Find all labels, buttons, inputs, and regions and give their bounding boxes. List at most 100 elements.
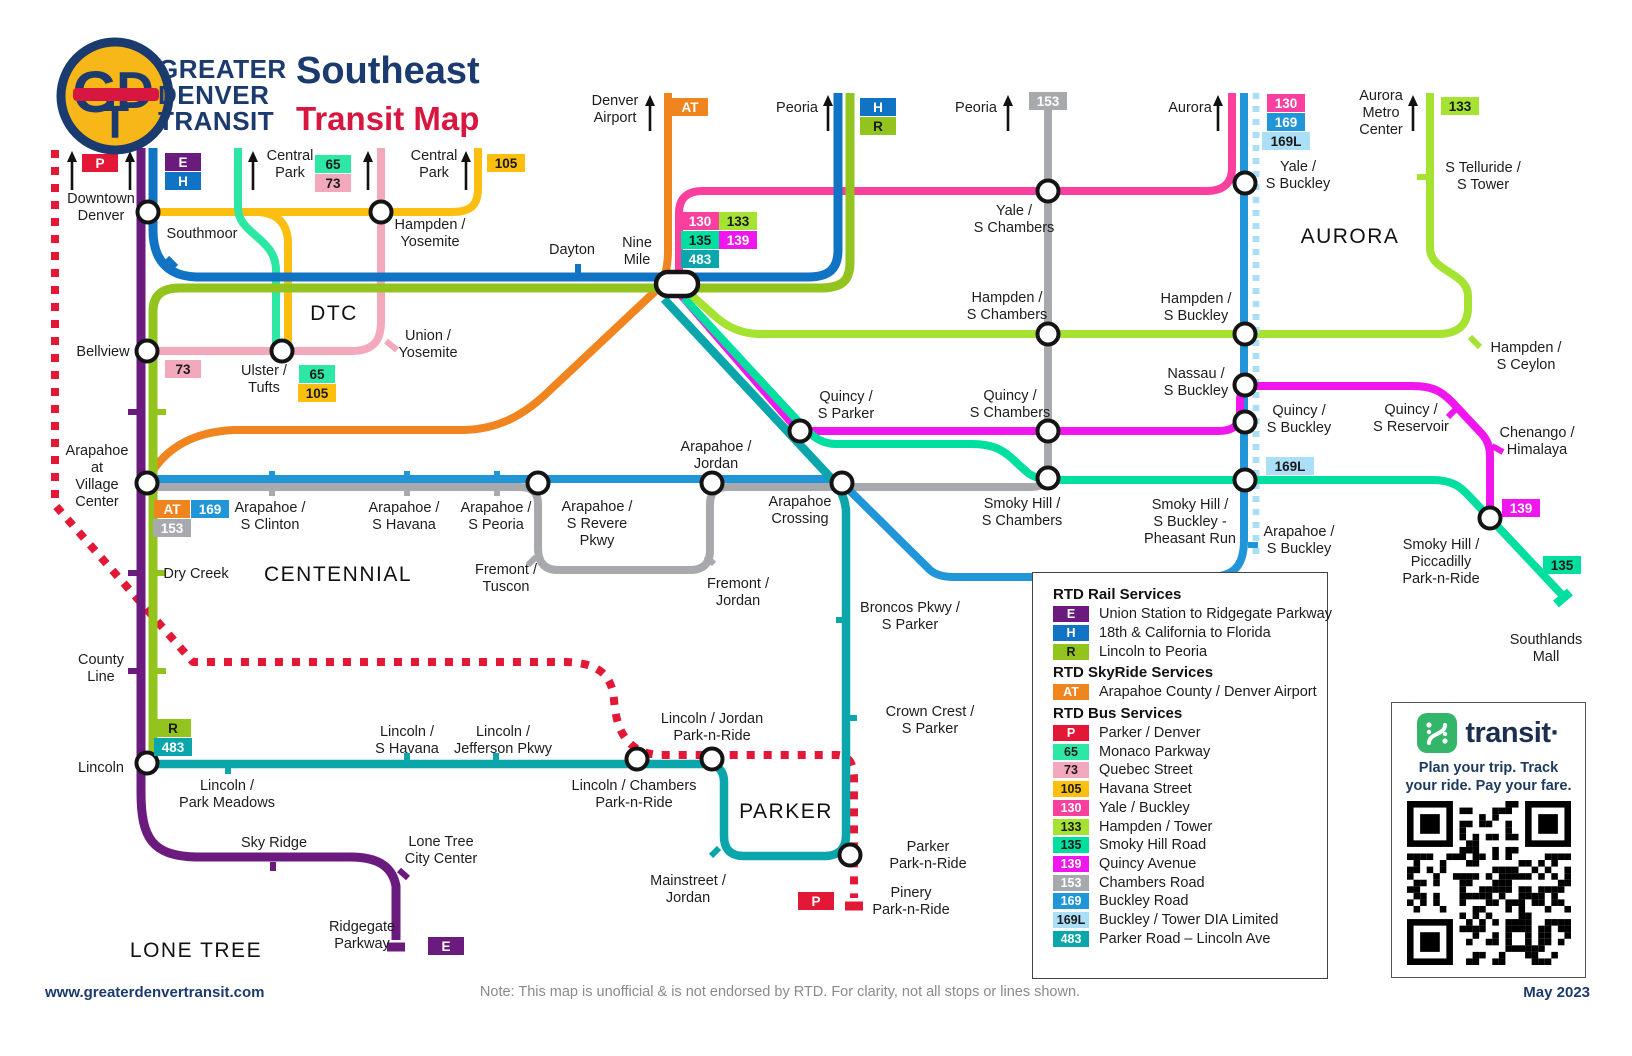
- route-badge-h: H: [165, 172, 201, 190]
- route-badge-p: P: [82, 154, 118, 172]
- svg-text:S Revere: S Revere: [567, 516, 627, 532]
- svg-text:T: T: [101, 96, 129, 148]
- svg-text:Pinery: Pinery: [890, 885, 932, 901]
- svg-text:Quincy /: Quincy /: [819, 389, 873, 405]
- svg-text:Park-n-Ride: Park-n-Ride: [872, 902, 949, 918]
- svg-text:Mile: Mile: [624, 252, 651, 268]
- svg-text:139: 139: [727, 233, 750, 248]
- svg-text:Arapahoe /: Arapahoe /: [461, 500, 533, 516]
- svg-text:County: County: [78, 652, 125, 668]
- legend-badge-h: H: [1053, 625, 1089, 642]
- transit-wordmark: transit·: [1465, 716, 1560, 749]
- svg-text:Smoky Hill /: Smoky Hill /: [1152, 497, 1230, 513]
- route-line-130: [675, 93, 1236, 270]
- station-arapahoe-at-village-center: [134, 470, 160, 496]
- station-label-quincy-s-chambers: Quincy /S Chambers: [970, 388, 1051, 421]
- legend-badge-r: R: [1053, 643, 1089, 660]
- route-badge-133: 133: [719, 212, 757, 230]
- svg-text:Dayton: Dayton: [549, 242, 595, 258]
- legend-badge-133: 133: [1053, 818, 1089, 835]
- svg-text:S Telluride /: S Telluride /: [1445, 160, 1521, 176]
- region-label-aurora: AURORA: [1301, 225, 1398, 248]
- svg-text:Lincoln /: Lincoln /: [200, 778, 255, 794]
- svg-text:E: E: [178, 155, 187, 170]
- station-label-arapahoe-jordan: Arapahoe /Jordan: [681, 439, 753, 472]
- svg-text:P: P: [95, 156, 104, 171]
- svg-text:169L: 169L: [1271, 134, 1302, 149]
- station-label-quincy-s-buckley: Quincy /S Buckley: [1267, 403, 1332, 436]
- svg-text:R: R: [873, 119, 883, 134]
- station-hampden-s-chambers: [1035, 321, 1061, 347]
- svg-text:Arapahoe /: Arapahoe /: [562, 499, 634, 515]
- legend-label: Quebec Street: [1099, 762, 1193, 779]
- svg-text:483: 483: [162, 740, 185, 755]
- station-label-aurora: Aurora: [1168, 100, 1212, 116]
- legend-label: Chambers Road: [1099, 874, 1205, 891]
- route-badge-at: AT: [672, 98, 708, 116]
- svg-text:Jordan: Jordan: [716, 593, 760, 609]
- svg-text:Park: Park: [419, 165, 450, 181]
- svg-text:S Parker: S Parker: [902, 721, 959, 737]
- page-subtitle: Transit Map: [296, 100, 480, 137]
- svg-text:Southmoor: Southmoor: [167, 226, 238, 242]
- svg-text:Crown Crest /: Crown Crest /: [886, 704, 976, 720]
- legend-badge-at: AT: [1053, 684, 1089, 701]
- route-badge-e: E: [165, 153, 201, 171]
- svg-text:Bellview: Bellview: [76, 344, 130, 360]
- station-label-nassau-s-buckley: Nassau /S Buckley: [1164, 366, 1229, 399]
- station-arapahoe-jordan: [699, 470, 725, 496]
- route-badge-at: AT: [154, 500, 190, 518]
- direction-arrow-icon: [363, 151, 373, 190]
- route-line-h: [148, 93, 843, 282]
- svg-text:S Havana: S Havana: [375, 741, 440, 757]
- svg-text:Lincoln / Jordan: Lincoln / Jordan: [661, 711, 763, 727]
- svg-text:130: 130: [689, 214, 712, 229]
- route-badge-153: 153: [1029, 92, 1067, 110]
- gdt-logo: G D T: [56, 37, 174, 155]
- route-badge-169: 169: [1267, 113, 1305, 131]
- route-line-135: [681, 295, 1567, 600]
- svg-text:Yale /: Yale /: [1280, 159, 1317, 175]
- route-badge-e: E: [428, 937, 464, 955]
- svg-text:135: 135: [1551, 558, 1574, 573]
- legend-label: Parker Road – Lincoln Ave: [1099, 930, 1271, 947]
- station-label-ulster-tufts: Ulster /Tufts: [241, 363, 288, 396]
- route-badge-483: 483: [681, 250, 719, 268]
- station-label-quincy-s-parker: Quincy /S Parker: [818, 389, 875, 422]
- svg-text:139: 139: [1510, 501, 1533, 516]
- svg-text:Peoria: Peoria: [955, 100, 998, 116]
- station-tick: [384, 338, 399, 353]
- station-quincy-s-buckley: [1232, 409, 1258, 435]
- svg-text:Pheasant Run: Pheasant Run: [1144, 531, 1236, 547]
- svg-text:Arapahoe: Arapahoe: [66, 443, 129, 459]
- svg-text:S Chambers: S Chambers: [967, 307, 1048, 323]
- station-arapahoe-s-revere-pkwy: [525, 470, 551, 496]
- svg-text:Southlands: Southlands: [1510, 632, 1583, 648]
- station-label-smoky-hill-s-chambers: Smoky Hill /S Chambers: [982, 496, 1063, 529]
- station-parker-park-n-ride: [837, 842, 863, 868]
- svg-text:CENTENNIAL: CENTENNIAL: [264, 563, 412, 586]
- svg-text:Piccadilly: Piccadilly: [1411, 554, 1472, 570]
- svg-text:Lone Tree: Lone Tree: [408, 834, 473, 850]
- legend-label: Monaco Parkway: [1099, 743, 1211, 760]
- svg-text:Lincoln /: Lincoln /: [380, 724, 435, 740]
- svg-text:S Buckley: S Buckley: [1164, 383, 1229, 399]
- station-label-arapahoe-s-peoria: Arapahoe /S Peoria: [461, 500, 533, 533]
- brand-name: GREATER DENVER TRANSIT: [158, 56, 287, 134]
- direction-arrow-icon: [67, 151, 77, 190]
- legend-section-title: RTD Bus Services: [1053, 704, 1183, 722]
- svg-text:Arapahoe /: Arapahoe /: [369, 500, 441, 516]
- svg-text:S Parker: S Parker: [882, 617, 939, 633]
- svg-text:Arapahoe /: Arapahoe /: [235, 500, 307, 516]
- station-nine-mile: [653, 269, 701, 299]
- svg-text:Airport: Airport: [594, 110, 637, 126]
- station-label-bellview: Bellview: [76, 344, 130, 360]
